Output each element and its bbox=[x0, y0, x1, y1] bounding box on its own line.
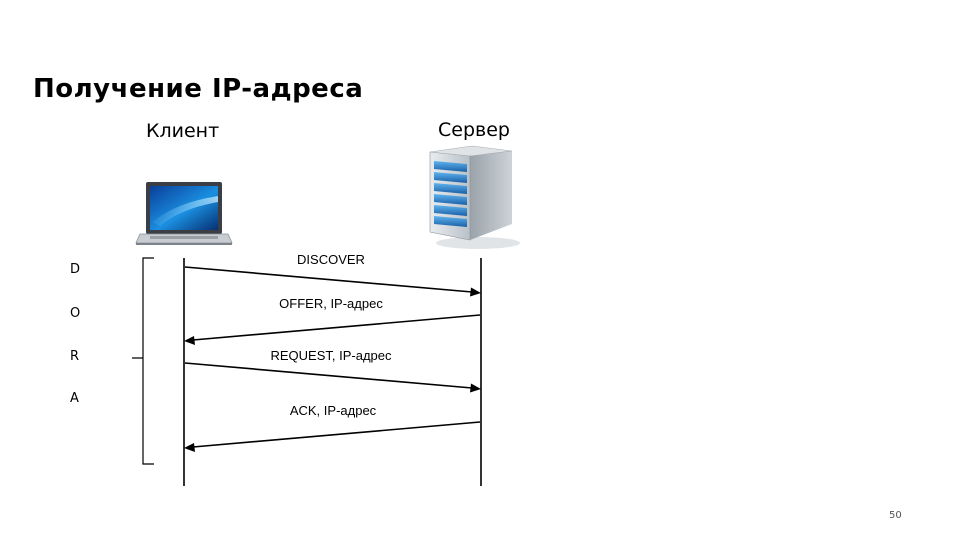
dora-letter-r: R bbox=[70, 349, 80, 364]
message-label-request: REQUEST, IP-адрес bbox=[270, 348, 392, 363]
message-label-ack: ACK, IP-адрес bbox=[289, 403, 377, 418]
message-arrow-discover bbox=[184, 266, 481, 297]
server-label: Сервер bbox=[438, 119, 510, 141]
message-label-discover: DISCOVER bbox=[297, 252, 365, 267]
laptop-icon bbox=[135, 182, 233, 245]
server-icon bbox=[429, 145, 520, 249]
dora-letter-a: A bbox=[70, 391, 79, 406]
message-arrow-request bbox=[184, 362, 481, 393]
client-label: Клиент bbox=[146, 120, 220, 142]
dora-letter-o: O bbox=[70, 306, 81, 321]
dora-bracket bbox=[132, 257, 154, 465]
dora-letter-d: D bbox=[70, 262, 81, 277]
message-label-offer: OFFER, IP-адрес bbox=[279, 296, 383, 311]
message-arrow-ack bbox=[184, 421, 481, 452]
slide-title: Получение IP-адреса bbox=[33, 74, 364, 104]
page-number: 50 bbox=[889, 510, 902, 521]
message-arrow-offer bbox=[184, 314, 481, 345]
